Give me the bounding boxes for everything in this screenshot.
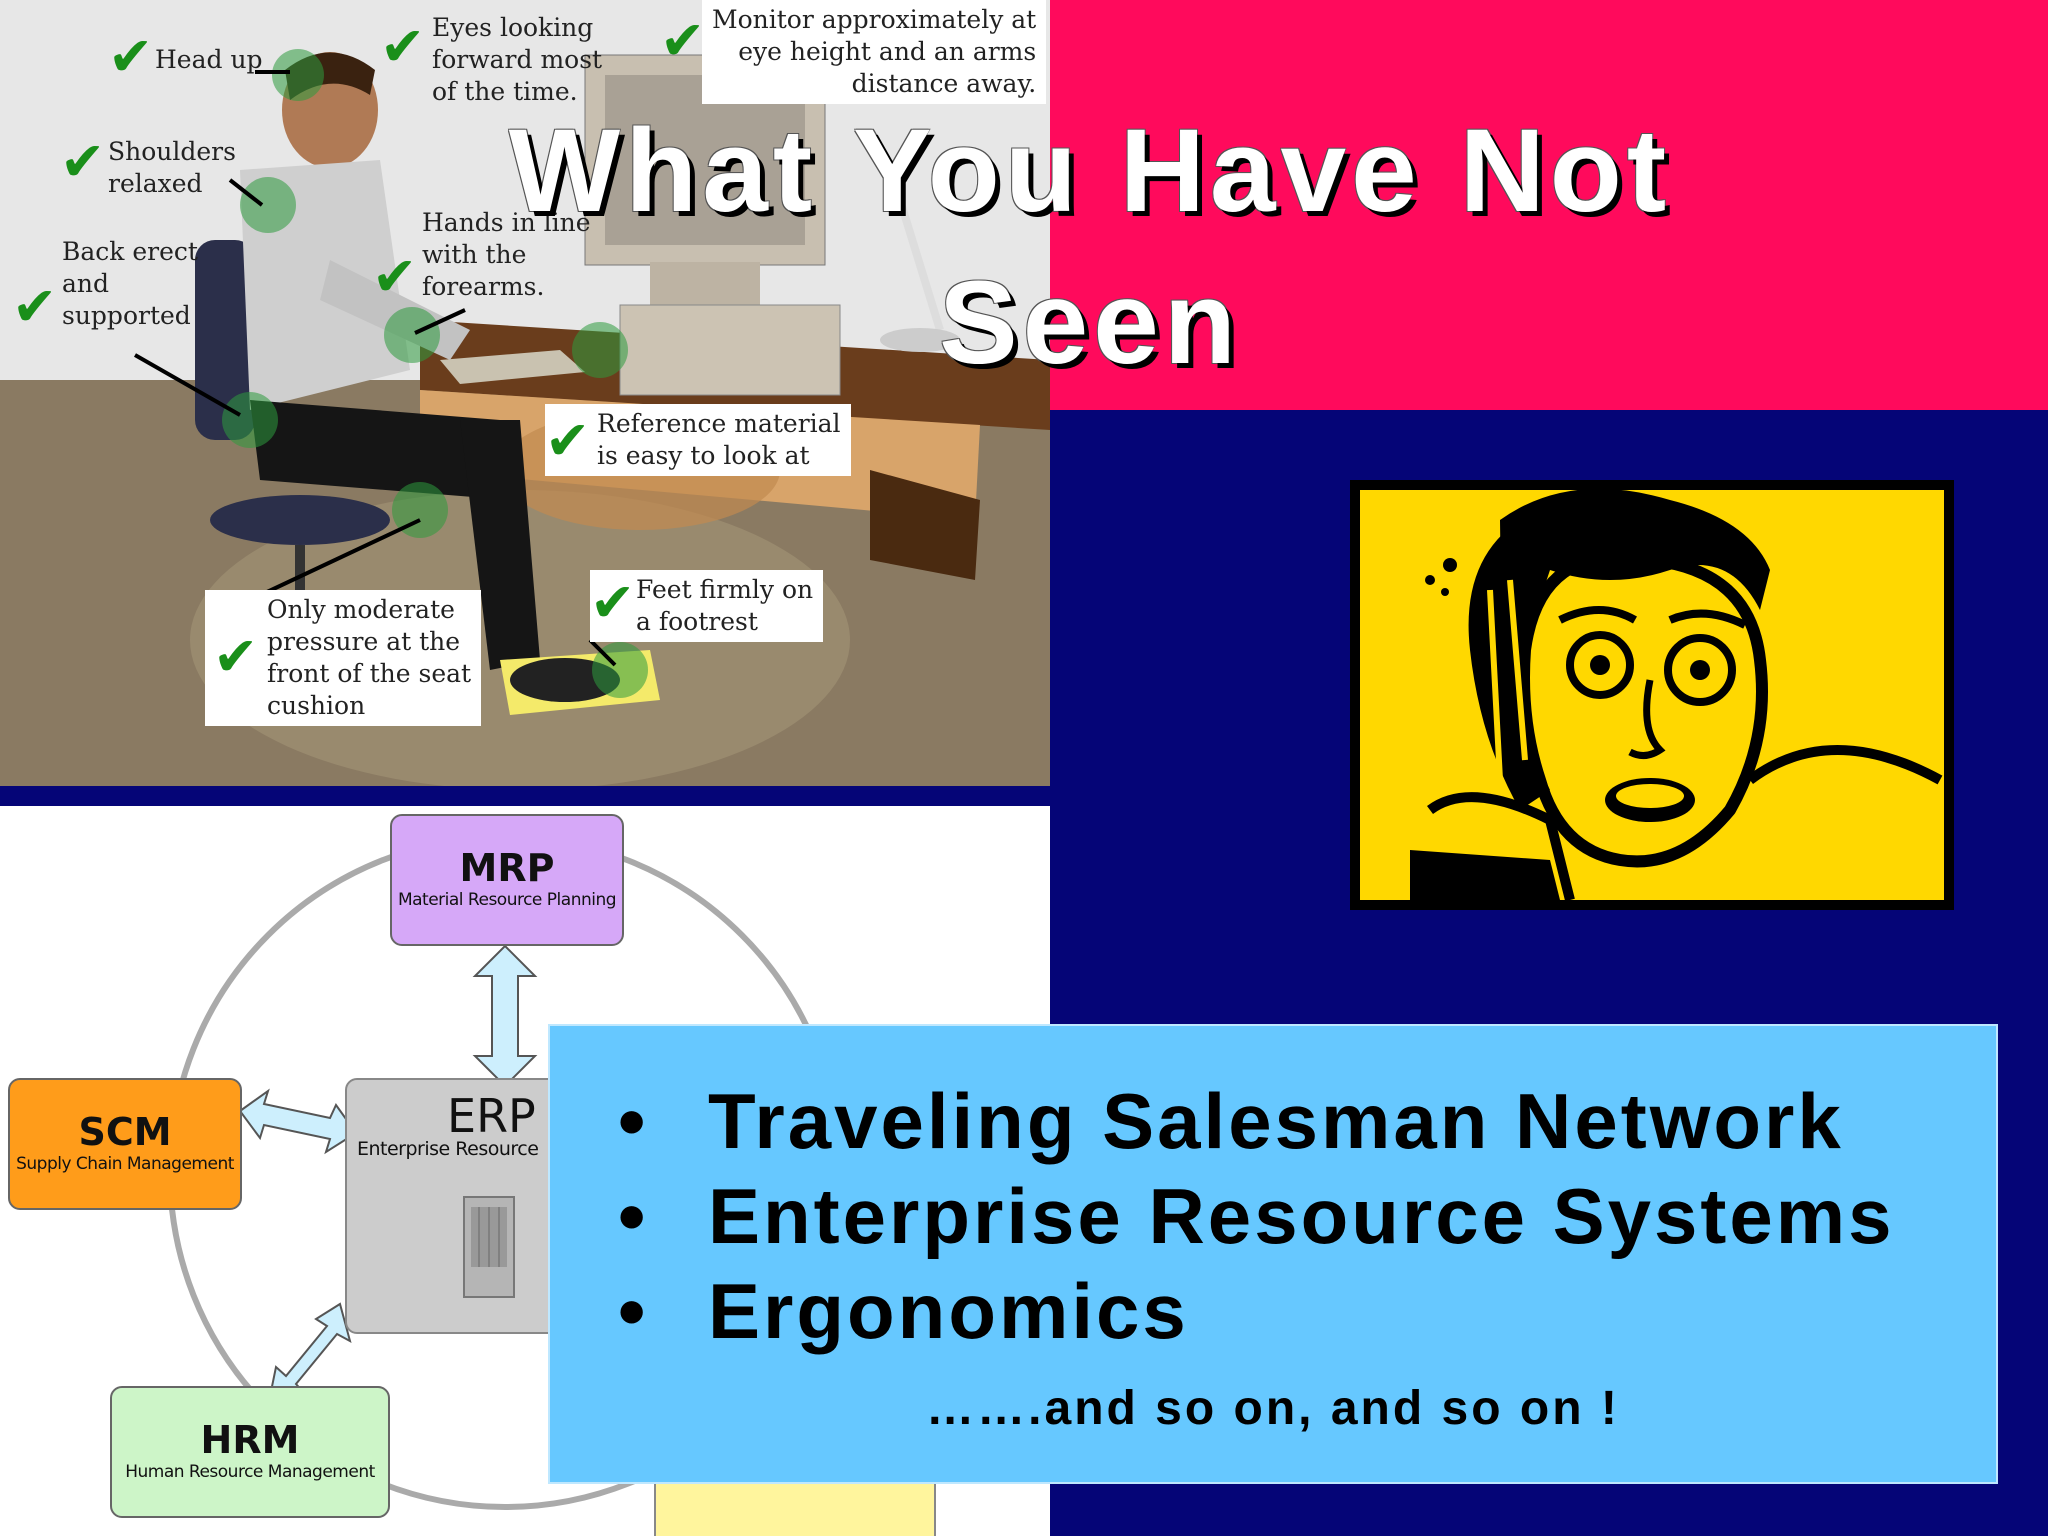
list-item: •Traveling Salesman Network [618, 1077, 1844, 1165]
node-hrm: HRM Human Resource Management [110, 1386, 390, 1518]
callout-head-up: Head up [155, 45, 263, 74]
bullet-box: •Traveling Salesman Network •Enterprise … [548, 1024, 1998, 1484]
shocked-man-drawing [1360, 488, 1944, 902]
check-mark-icon: ✔ [12, 275, 58, 338]
node-scm: SCM Supply Chain Management [8, 1078, 242, 1210]
check-mark-icon: ✔ [60, 130, 106, 193]
bullet-footer: …….and so on, and so on ! [926, 1382, 1620, 1435]
ergonomics-illustration: ✔ Head up ✔ Eyes looking forward most of… [0, 0, 1050, 786]
check-mark-icon: ✔ [372, 245, 418, 308]
callout-feet: ✔ Feet firmly on a footrest [590, 570, 824, 642]
callout-hands: Hands in line with the forearms. [422, 208, 591, 301]
check-mark-icon: ✔ [108, 25, 154, 88]
callout-back: Back erect and supported [62, 237, 198, 330]
check-mark-icon: ✔ [545, 409, 591, 472]
check-mark-icon: ✔ [660, 9, 706, 72]
callout-reference: ✔ Reference material is easy to look at [545, 404, 851, 476]
bullet-list: •Traveling Salesman Network •Enterprise … [618, 1074, 1895, 1359]
list-item: •Ergonomics [618, 1267, 1189, 1355]
list-item: •Enterprise Resource Systems [618, 1172, 1895, 1260]
check-mark-icon: ✔ [590, 571, 636, 634]
title-band [1050, 0, 2048, 410]
node-mrp: MRP Material Resource Planning [390, 814, 624, 946]
callout-pressure: ✔ Only moderate pressure at the front of… [205, 590, 482, 726]
check-mark-icon: ✔ [380, 15, 426, 78]
slide-title: What You Have Not Seen [508, 105, 1672, 389]
shocked-man-icon [1350, 480, 1954, 910]
callout-monitor: Monitor approximately at eye height and … [702, 0, 1047, 104]
callout-shoulders: Shoulders relaxed [108, 137, 236, 198]
check-mark-icon: ✔ [213, 625, 259, 688]
server-icon [463, 1196, 515, 1298]
callout-eyes: Eyes looking forward most of the time. [432, 13, 603, 106]
